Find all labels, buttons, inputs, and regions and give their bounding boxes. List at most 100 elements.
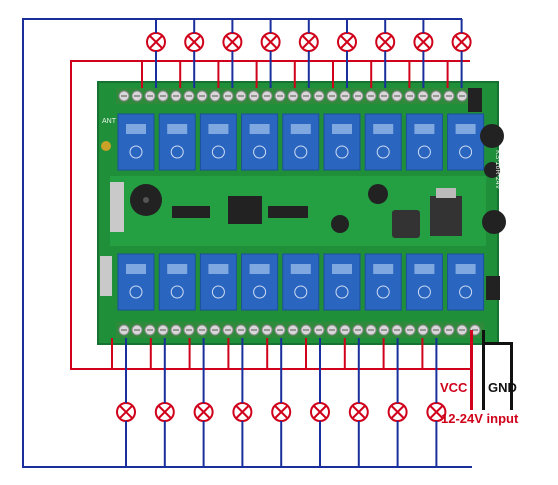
bottom-terminal-strip bbox=[116, 322, 484, 338]
relay-logo bbox=[376, 285, 390, 299]
relay-logo bbox=[211, 285, 225, 299]
capacitor-2 bbox=[331, 215, 349, 233]
antenna-label: ANT bbox=[102, 118, 116, 125]
relay-logo bbox=[129, 285, 143, 299]
outer-left-wire bbox=[22, 18, 24, 468]
lamp-cross bbox=[302, 35, 316, 49]
relay-label bbox=[167, 264, 188, 274]
relay-label bbox=[290, 264, 311, 274]
relay bbox=[323, 113, 361, 171]
ic-chip-1 bbox=[172, 206, 210, 218]
gnd-wire-drop bbox=[510, 342, 513, 410]
gnd-wire-right bbox=[482, 342, 512, 345]
relay-logo bbox=[170, 285, 184, 299]
relay bbox=[282, 253, 320, 311]
side-connector-top bbox=[468, 88, 482, 112]
side-connector-bottom bbox=[486, 276, 500, 300]
relay-label bbox=[414, 124, 435, 134]
relay-logo bbox=[294, 285, 308, 299]
lamp-cross bbox=[196, 405, 211, 419]
relay-logo bbox=[170, 145, 184, 159]
antenna-coil bbox=[101, 141, 111, 151]
bottom-load-wires bbox=[111, 338, 438, 467]
relay-label bbox=[414, 264, 435, 274]
board-model-label: KS-16R-24V bbox=[494, 150, 501, 190]
relay-label bbox=[208, 124, 229, 134]
input-voltage-label: 12-24V input bbox=[441, 411, 519, 426]
ic-chip-3 bbox=[268, 206, 308, 218]
relay-logo bbox=[417, 285, 431, 299]
relay-logo bbox=[211, 145, 225, 159]
gnd-label: GND bbox=[488, 380, 517, 395]
lamp-cross bbox=[187, 35, 201, 49]
relay-label bbox=[208, 264, 229, 274]
bottom-lamp-row bbox=[116, 402, 447, 422]
relay-label bbox=[126, 264, 146, 274]
relay-logo bbox=[253, 285, 267, 299]
relay bbox=[158, 113, 196, 171]
relay-logo bbox=[294, 145, 308, 159]
relay-logo bbox=[335, 285, 349, 299]
lamp-cross bbox=[225, 35, 240, 49]
relay bbox=[241, 113, 279, 171]
buzzer-hole bbox=[143, 197, 149, 203]
relay-logo bbox=[376, 145, 390, 159]
relay bbox=[282, 113, 320, 171]
relay-logo bbox=[417, 145, 431, 159]
relay-label bbox=[455, 124, 476, 134]
outer-top-wire bbox=[22, 18, 462, 20]
lamp-cross bbox=[416, 35, 431, 49]
bottom-relay-row bbox=[117, 253, 485, 311]
relay-label bbox=[332, 124, 352, 134]
ic-chip-2 bbox=[228, 196, 262, 224]
inner-bottom-wire bbox=[70, 368, 470, 370]
relay bbox=[241, 253, 279, 311]
regulator-tab bbox=[436, 188, 456, 198]
lamp-cross bbox=[352, 405, 366, 419]
vcc-label: VCC bbox=[440, 380, 468, 395]
bottom-terminal-strip-body bbox=[116, 322, 484, 338]
relay-logo bbox=[459, 285, 473, 299]
relay bbox=[405, 253, 443, 311]
relay bbox=[364, 253, 402, 311]
relay bbox=[405, 113, 443, 171]
lamp-cross bbox=[263, 35, 278, 49]
relay bbox=[364, 113, 402, 171]
outer-bottom-wire bbox=[22, 466, 472, 468]
relay-logo bbox=[253, 145, 267, 159]
lamp-cross bbox=[158, 405, 172, 419]
top-lamp-row bbox=[146, 32, 472, 52]
relay-label bbox=[249, 124, 270, 134]
relay-logo bbox=[129, 145, 143, 159]
lamp-cross bbox=[429, 405, 444, 419]
lamp-cross bbox=[274, 405, 288, 419]
antenna-module bbox=[100, 256, 112, 296]
relay-label bbox=[373, 124, 394, 134]
relay bbox=[447, 113, 485, 171]
lamp-cross bbox=[119, 405, 133, 419]
vcc-wire bbox=[470, 330, 473, 410]
relay-label bbox=[290, 124, 311, 134]
capacitor-5 bbox=[482, 210, 506, 234]
crystal-module bbox=[110, 182, 124, 232]
regulator bbox=[430, 196, 462, 236]
relay-label bbox=[373, 264, 394, 274]
capacitor-1 bbox=[368, 184, 388, 204]
capacitor-4 bbox=[484, 162, 500, 178]
top-load-wires bbox=[141, 19, 463, 88]
inner-left-wire bbox=[70, 60, 72, 370]
relay bbox=[447, 253, 485, 311]
relay bbox=[117, 113, 155, 171]
lamp-cross bbox=[340, 35, 354, 49]
lamp-cross bbox=[454, 35, 469, 49]
lamp-cross bbox=[313, 405, 327, 419]
lamp-cross bbox=[149, 35, 163, 49]
lamp-cross bbox=[235, 405, 250, 419]
relay-label bbox=[126, 124, 146, 134]
lamp-cross bbox=[390, 405, 405, 419]
relay-label bbox=[455, 264, 476, 274]
relay-logo bbox=[459, 145, 473, 159]
capacitor-3 bbox=[480, 124, 504, 148]
